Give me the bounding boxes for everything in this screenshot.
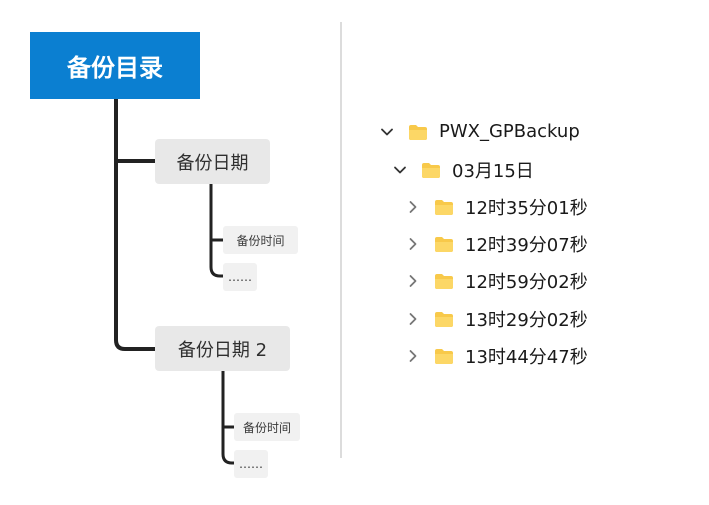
- tree-item-label: PWX_GPBackup: [439, 121, 580, 142]
- tree-item-label: 13时44分47秒: [465, 346, 588, 368]
- tree-item-date[interactable]: 03月15日: [391, 151, 534, 188]
- tree-item-time[interactable]: 12时59分02秒: [404, 262, 588, 299]
- folder-icon: [434, 347, 454, 365]
- folder-icon: [408, 123, 428, 141]
- chevron-down-icon[interactable]: [391, 161, 409, 179]
- mindmap-root-node[interactable]: 备份目录: [30, 32, 200, 99]
- folder-icon: [421, 161, 441, 179]
- tree-item-time[interactable]: 12时39分07秒: [404, 225, 588, 262]
- chevron-right-icon[interactable]: [404, 272, 422, 290]
- chevron-right-icon[interactable]: [404, 347, 422, 365]
- mindmap-leaf-node[interactable]: 备份时间: [223, 226, 298, 254]
- chevron-right-icon[interactable]: [404, 310, 422, 328]
- tree-item-root[interactable]: PWX_GPBackup: [378, 113, 580, 150]
- tree-item-time[interactable]: 13时29分02秒: [404, 300, 588, 337]
- chevron-right-icon[interactable]: [404, 198, 422, 216]
- tree-item-label: 03月15日: [452, 160, 534, 182]
- panel-divider: [340, 22, 342, 458]
- mindmap-leaf-node[interactable]: ……: [223, 263, 257, 291]
- branch1-connector: [209, 182, 225, 278]
- branch2-connector: [221, 369, 237, 465]
- chevron-down-icon[interactable]: [378, 123, 396, 141]
- folder-icon: [434, 272, 454, 290]
- folder-icon: [434, 310, 454, 328]
- tree-item-label: 12时35分01秒: [465, 197, 588, 219]
- mindmap-connectors: [114, 97, 237, 465]
- mindmap-leaf-node[interactable]: ……: [234, 450, 268, 478]
- tree-item-time[interactable]: 13时44分47秒: [404, 337, 588, 374]
- root-connector: [114, 97, 157, 351]
- tree-item-label: 13时29分02秒: [465, 309, 588, 331]
- tree-item-label: 12时39分07秒: [465, 234, 588, 256]
- tree-item-time[interactable]: 12时35分01秒: [404, 188, 588, 225]
- tree-item-label: 12时59分02秒: [465, 271, 588, 293]
- mindmap-branch-node[interactable]: 备份日期 2: [155, 326, 290, 371]
- mindmap: 备份目录 备份日期 备份时间 …… 备份日期 2 备份时间 ……: [0, 0, 330, 505]
- mindmap-leaf-node[interactable]: 备份时间: [234, 413, 300, 441]
- folder-icon: [434, 198, 454, 216]
- mindmap-branch-node[interactable]: 备份日期: [155, 139, 270, 184]
- folder-icon: [434, 235, 454, 253]
- chevron-right-icon[interactable]: [404, 235, 422, 253]
